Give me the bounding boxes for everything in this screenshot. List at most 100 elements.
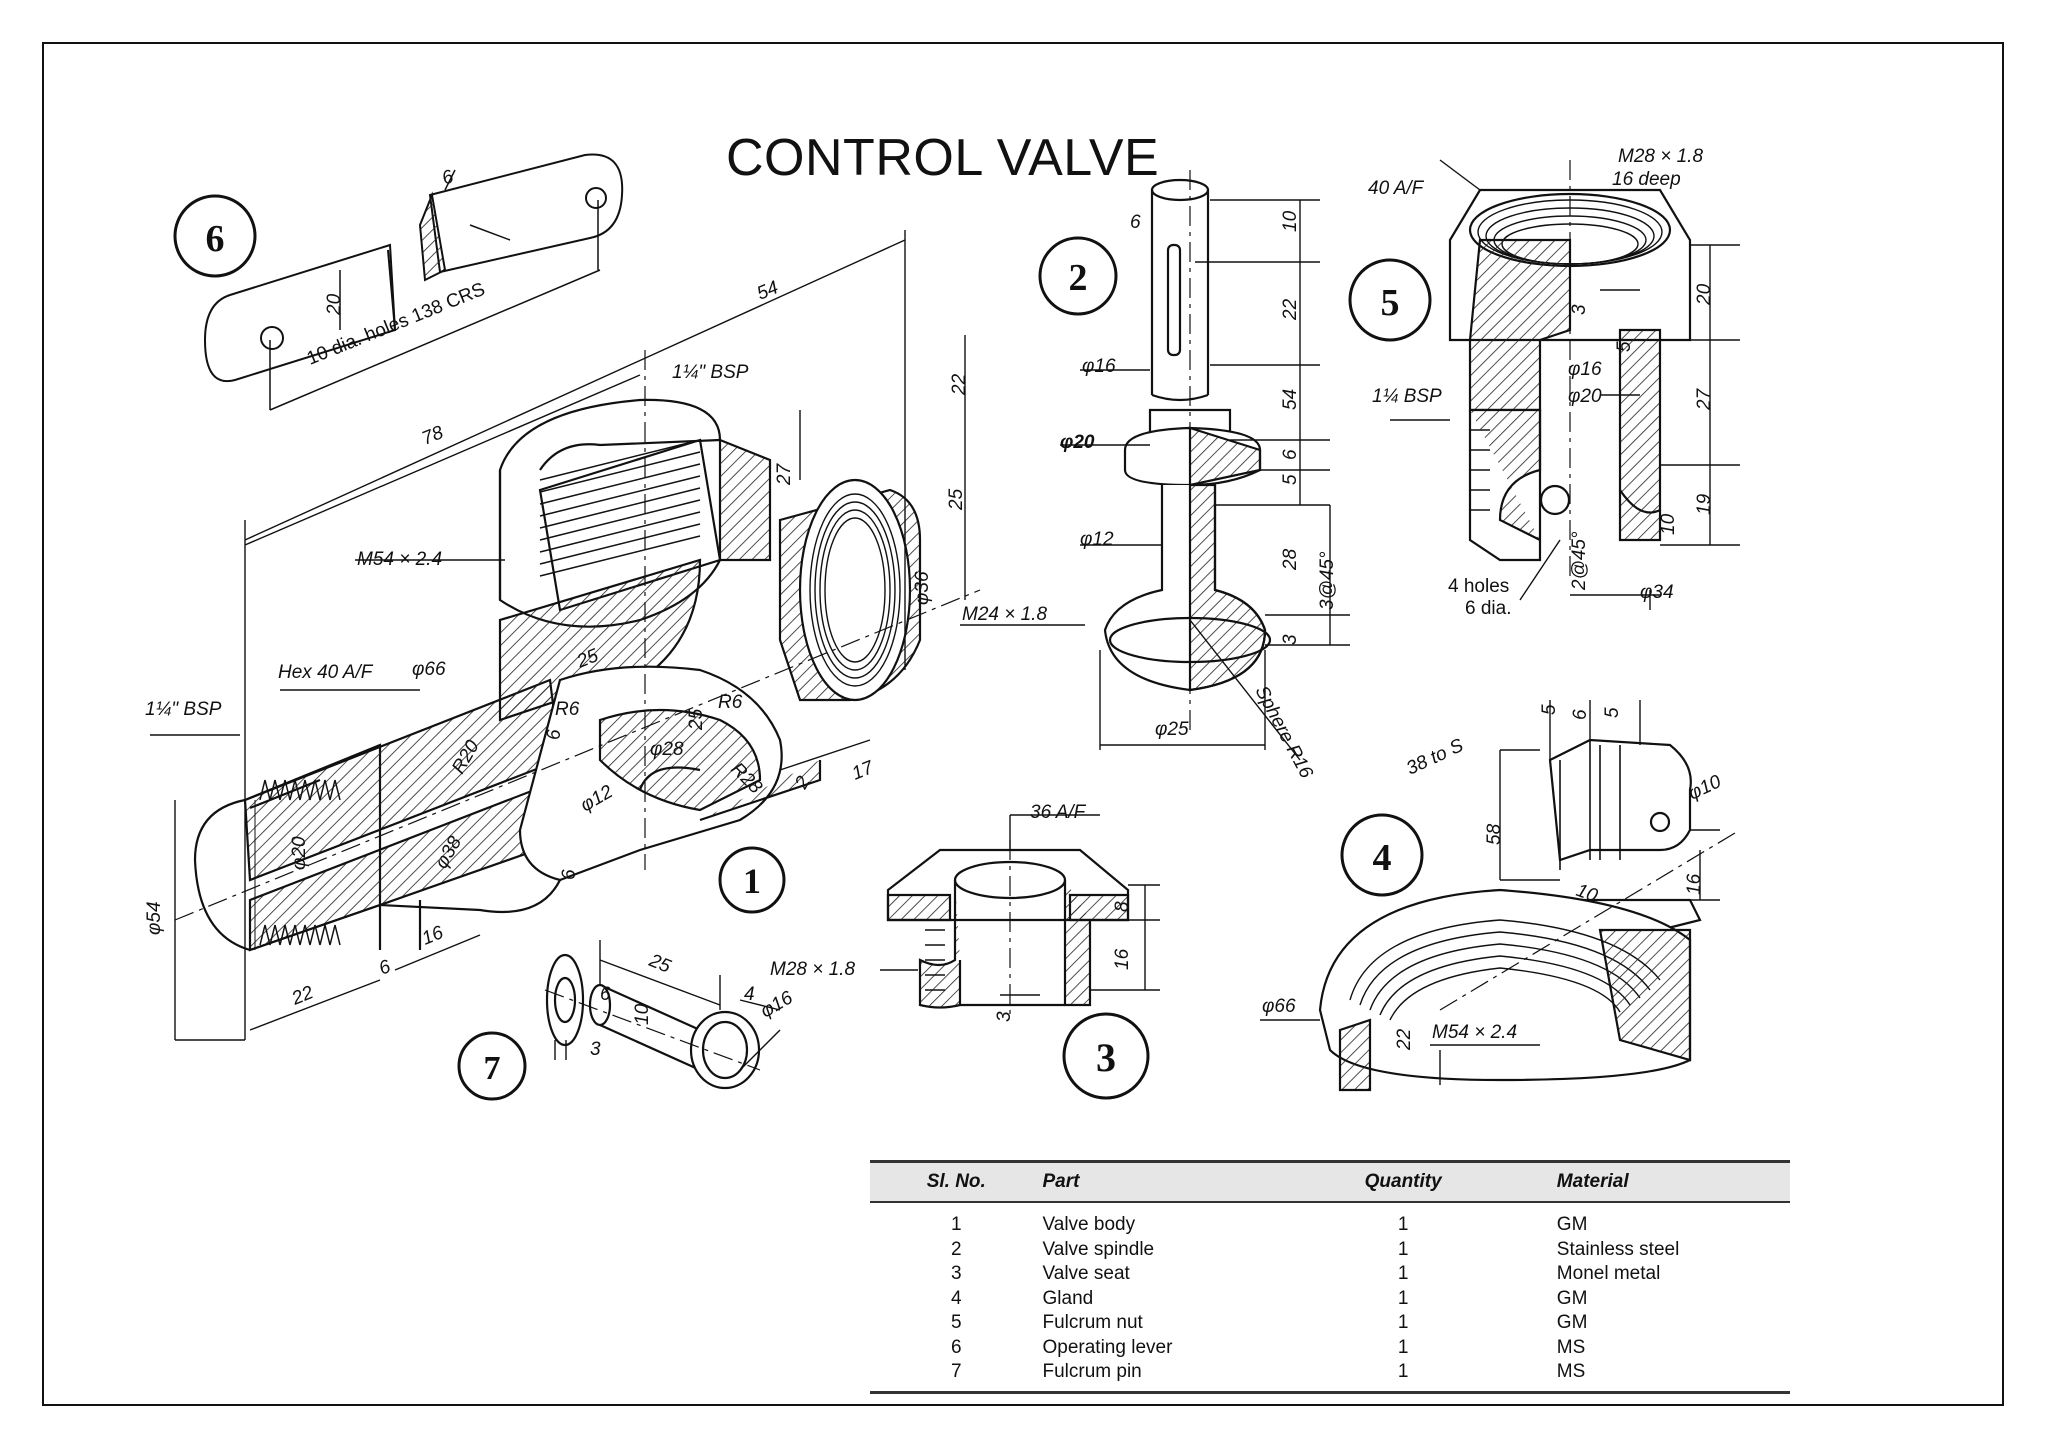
part-number-3: 3 (1096, 1035, 1116, 1080)
dim-label: 5 (1614, 341, 1635, 352)
dim-label: R6 (718, 692, 743, 713)
cell-sl-no: 5 (950, 1312, 962, 1333)
dim-label: 22 (1394, 1028, 1415, 1051)
dim-label: 8 (1112, 901, 1133, 912)
cell-material: MS (1486, 1360, 1790, 1394)
dim-label: 5 (1280, 474, 1301, 485)
balloon-3 (1062, 1012, 1150, 1100)
dim-label: M54 × 2.4 (1432, 1022, 1517, 1043)
dim-label: φ20 (1060, 432, 1095, 453)
dim-label: φ12 (1080, 529, 1114, 550)
dim-label: 28 (1280, 548, 1301, 571)
dim-label: 58 (1484, 823, 1505, 845)
part-3-dimension-lines (880, 814, 1160, 996)
dim-label: 3 (994, 1011, 1015, 1022)
table-row: 7 Fulcrum pin 1 MS (870, 1360, 1790, 1394)
bill-of-materials-table: Sl. No. Part Quantity Material 1 Valve b… (870, 1160, 1790, 1394)
dim-label: 4 (744, 984, 755, 1005)
column-header-quantity: Quantity (1319, 1160, 1487, 1203)
dim-label: 20 (1694, 283, 1715, 306)
part-1-valve-body (174, 350, 981, 952)
table-row: 2 Valve spindle 1 Stainless steel (870, 1238, 1790, 1263)
part-4-gland (1318, 738, 1741, 1092)
dim-label: M24 × 1.8 (962, 604, 1047, 625)
cell-quantity: 1 (1319, 1360, 1487, 1394)
dim-label: 16 deep (1612, 169, 1681, 190)
part-balloons (173, 194, 1432, 1101)
dim-label: R6 (555, 699, 580, 720)
dim-label: φ28 (650, 739, 684, 760)
dim-label: 10 (632, 1003, 653, 1025)
balloon-1 (718, 846, 786, 914)
dim-label: 6 dia. (1465, 598, 1511, 619)
dim-label: φ34 (1640, 582, 1674, 603)
dim-label: 3 (590, 1039, 601, 1060)
cell-quantity: 1 (1397, 1336, 1409, 1358)
dim-label: 25 (946, 488, 967, 511)
dim-label: 25 (686, 708, 707, 731)
dim-label: φ20 (289, 836, 310, 870)
dim-label: 19 (1694, 493, 1715, 515)
balloon-5 (1348, 258, 1432, 342)
cell-part: Valve body (1042, 1214, 1136, 1235)
part-5-fulcrum-nut (1448, 160, 1692, 580)
part-number-1: 1 (743, 861, 761, 901)
part-4-dimension-lines (1260, 700, 1720, 1085)
dim-label: 1¼" BSP (672, 362, 749, 383)
dim-label: 25 (645, 950, 674, 978)
dim-label: 17 (849, 757, 878, 785)
cell-sl-no: 4 (950, 1287, 962, 1309)
dim-label: 22 (1280, 298, 1301, 321)
drawing-title: CONTROL VALVE (726, 129, 1160, 187)
cell-part: Fulcrum nut (1042, 1312, 1143, 1333)
part-3-valve-seat (886, 840, 1130, 1020)
cell-material: MS (1556, 1336, 1586, 1358)
table-row: 5 Fulcrum nut 1 GM (870, 1311, 1790, 1336)
cell-part: Operating lever (1042, 1336, 1173, 1358)
balloon-2 (1038, 236, 1118, 316)
part-number-4: 4 (1373, 837, 1392, 879)
dim-label: 27 (774, 462, 795, 486)
table-row: 1 Valve body 1 GM (870, 1202, 1790, 1238)
cell-material: GM (1556, 1287, 1588, 1309)
drawing-sheet (42, 42, 2004, 1406)
cell-sl-no: 1 (950, 1214, 962, 1235)
dim-label: 10 (1280, 210, 1301, 232)
table-row: 3 Valve seat 1 Monel metal (870, 1262, 1790, 1287)
cell-part: Gland (1042, 1287, 1094, 1309)
part-number-7: 7 (484, 1050, 501, 1087)
dim-label: 6 (544, 729, 565, 740)
cell-material: Monel metal (1556, 1263, 1661, 1284)
dim-label: 20 (324, 293, 345, 316)
table-row: 6 Operating lever 1 MS (870, 1336, 1790, 1361)
dim-label: 6 (1130, 212, 1141, 233)
dim-label: 3 (1280, 634, 1301, 645)
part-6-operating-lever (203, 153, 624, 411)
dim-label: 16 (419, 922, 447, 950)
dim-label: φ25 (1155, 719, 1189, 740)
dim-label: 54 (1280, 389, 1301, 410)
dim-label: 5 (1602, 707, 1623, 718)
dim-label: M28 × 1.8 (1618, 146, 1703, 167)
dim-label: 6 (559, 869, 580, 880)
part-7-fulcrum-pin (544, 953, 761, 1090)
part-number-5: 5 (1381, 282, 1400, 324)
part-5-dimension-lines (1390, 159, 1740, 610)
dim-label: 1¼ BSP (1372, 386, 1442, 407)
cell-quantity: 1 (1397, 1263, 1409, 1284)
dim-label: 1¼" BSP (145, 699, 222, 720)
dim-label: φ20 (1568, 386, 1602, 407)
table-header-row: Sl. No. Part Quantity Material (870, 1160, 1790, 1203)
cell-material: Stainless steel (1556, 1238, 1680, 1260)
dim-label: 36 A/F (1030, 802, 1087, 823)
dim-label: 6 (600, 984, 611, 1005)
cell-sl-no: 7 (870, 1360, 1043, 1394)
cell-quantity: 1 (1397, 1312, 1409, 1333)
dim-label: 2@45° (1569, 531, 1590, 591)
cell-material: GM (1556, 1214, 1588, 1235)
cell-part: Valve seat (1042, 1263, 1130, 1284)
dim-label: φ36 (912, 571, 933, 605)
dim-label: 27 (1694, 387, 1715, 411)
dim-label: φ16 (1082, 356, 1116, 377)
dim-label: 10 (1658, 513, 1679, 535)
